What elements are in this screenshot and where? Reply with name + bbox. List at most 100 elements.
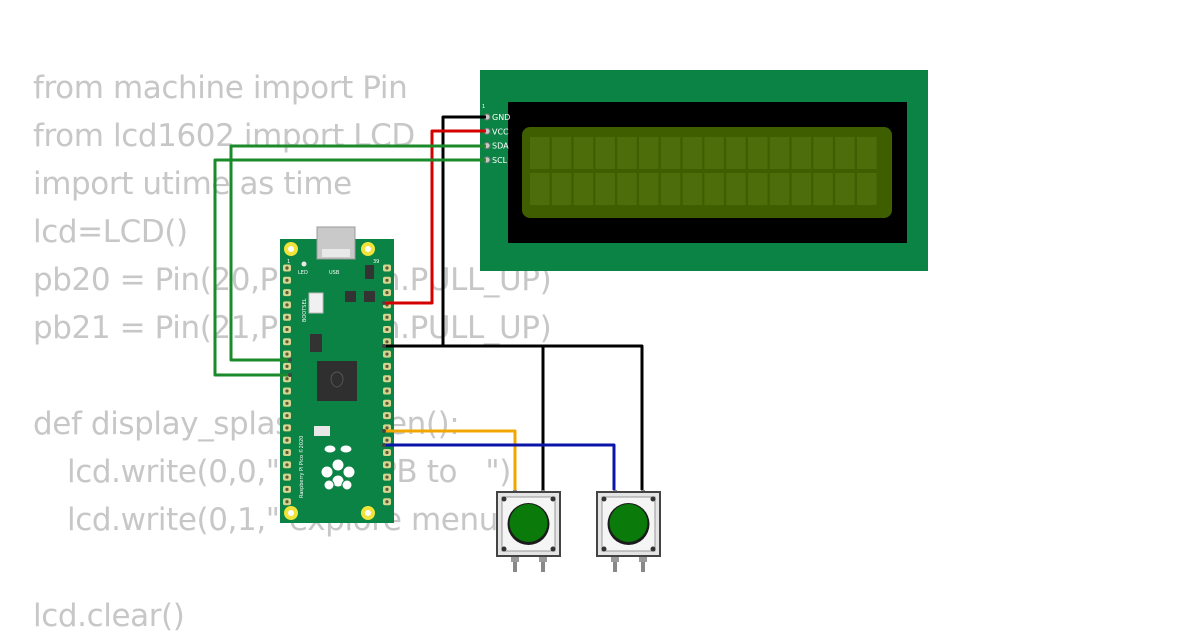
wire-sda-lcd	[229, 144, 486, 362]
button-corner-screw	[601, 546, 607, 552]
lcd-cell	[639, 173, 659, 205]
lcd-cell	[769, 173, 790, 205]
lcd-cell	[857, 137, 877, 169]
lcd-cell	[726, 137, 746, 169]
usb-label: USB	[329, 270, 340, 276]
gpio-pad-hole	[385, 414, 389, 418]
lcd-pin-label: SDA	[492, 142, 509, 151]
pushbutton-1[interactable]	[496, 490, 561, 572]
gpio-pad-hole	[385, 364, 389, 368]
gpio-pad-hole	[385, 463, 389, 467]
small-chip-1	[365, 265, 374, 279]
crystal	[314, 426, 330, 436]
lcd-cell	[813, 137, 833, 169]
small-chip-3	[364, 291, 375, 302]
lcd-cell	[551, 173, 572, 205]
lcd-cell	[573, 137, 594, 169]
lcd-cell	[660, 173, 681, 205]
gpio-pad-hole	[285, 487, 289, 491]
small-chip-2	[345, 291, 356, 302]
lcd-cell	[595, 137, 615, 169]
lcd-cell	[530, 173, 550, 205]
wire-gnd-lcd	[384, 115, 486, 348]
gpio-pad-hole	[285, 352, 289, 356]
gpio-pad-hole	[385, 327, 389, 332]
wire-joint	[382, 344, 386, 348]
gpio-pad-hole	[385, 352, 389, 356]
lcd-pin-label: GND	[492, 113, 510, 122]
gpio-pad-hole	[385, 291, 389, 295]
pushbutton-2[interactable]	[596, 490, 661, 572]
wire-joint	[288, 373, 292, 377]
gpio-pad-hole	[385, 266, 389, 270]
gpio-pad-hole	[385, 475, 389, 479]
gpio-pad-hole	[285, 500, 289, 504]
flash-chip	[310, 334, 322, 352]
wire-pb-a	[384, 429, 517, 490]
code-line: from lcd1602 import LCD	[33, 118, 415, 154]
gpio-pad-hole	[385, 315, 389, 319]
gpio-pad-hole	[285, 315, 289, 319]
raspberry-pi-pico[interactable]: 1 39 LED USB BOOTSEL Raspberry Pi Pico ©…	[280, 226, 394, 523]
wire-joint	[382, 301, 386, 305]
gpio-pad-hole	[385, 340, 389, 344]
lcd-cell	[704, 173, 724, 205]
gpio-pad-hole	[385, 401, 389, 405]
mounting-holes	[284, 242, 375, 520]
lcd-cell	[813, 173, 833, 205]
gpio-pad-hole	[385, 500, 389, 504]
button-corner-screw	[550, 546, 556, 552]
button-leg-shoulder	[639, 556, 647, 562]
button-cap[interactable]	[609, 504, 648, 542]
gpio-pad-hole	[285, 450, 289, 455]
button-leg-shoulder	[539, 556, 547, 562]
lcd-cell	[791, 173, 812, 205]
gpio-pad-hole	[285, 291, 289, 295]
lcd-cell	[573, 173, 594, 205]
gpio-pad-hole	[385, 389, 389, 393]
gpio-pad-hole	[285, 327, 289, 332]
lcd-cell	[769, 137, 790, 169]
code-line: lcd.clear()	[33, 598, 185, 634]
lcd-cell	[617, 137, 637, 169]
gpio-pad-hole	[285, 401, 289, 405]
gpio-pad-hole	[285, 389, 289, 393]
button-leg-bottom	[641, 556, 645, 572]
button-leg-shoulder	[511, 556, 519, 562]
pico-silkscreen: Raspberry Pi Pico ©2020	[298, 436, 305, 498]
rp2040-chip	[317, 361, 357, 401]
gpio-pad-hole	[385, 426, 389, 430]
usb-connector-mouth	[322, 249, 350, 257]
gpio-pad-hole	[385, 278, 389, 282]
code-line: lcd=LCD()	[33, 214, 188, 250]
wire-scl-lcd	[213, 158, 486, 377]
gpio-pad-hole	[385, 377, 389, 381]
lcd-cell	[639, 137, 659, 169]
code-line: from machine import Pin	[33, 70, 408, 106]
button-corner-screw	[550, 496, 556, 502]
button-corner-screw	[650, 546, 656, 552]
lcd-cell	[748, 173, 768, 205]
rp2040-logo-icon	[330, 371, 344, 388]
bootsel-button[interactable]	[308, 292, 324, 314]
button-leg-bottom	[513, 556, 517, 572]
lcd-cell	[682, 173, 703, 205]
lcd-cell	[791, 137, 812, 169]
gpio-pad-hole	[385, 438, 389, 442]
pico-pin39-label: 39	[373, 259, 379, 265]
button-cap[interactable]	[509, 504, 548, 542]
button-corner-screw	[650, 496, 656, 502]
gpio-pad-hole	[385, 450, 389, 455]
gpio-pad-hole	[285, 364, 289, 368]
lcd-cell	[835, 137, 855, 169]
lcd-cell	[682, 137, 703, 169]
lcd-cell	[530, 137, 550, 169]
wire-joint	[382, 429, 386, 433]
lcd-cell	[748, 137, 768, 169]
wire-joint	[288, 358, 292, 362]
lcd-cell	[726, 173, 746, 205]
lcd-pin-label: SCL	[492, 156, 508, 165]
lcd-pin-label: VCC	[492, 127, 509, 136]
